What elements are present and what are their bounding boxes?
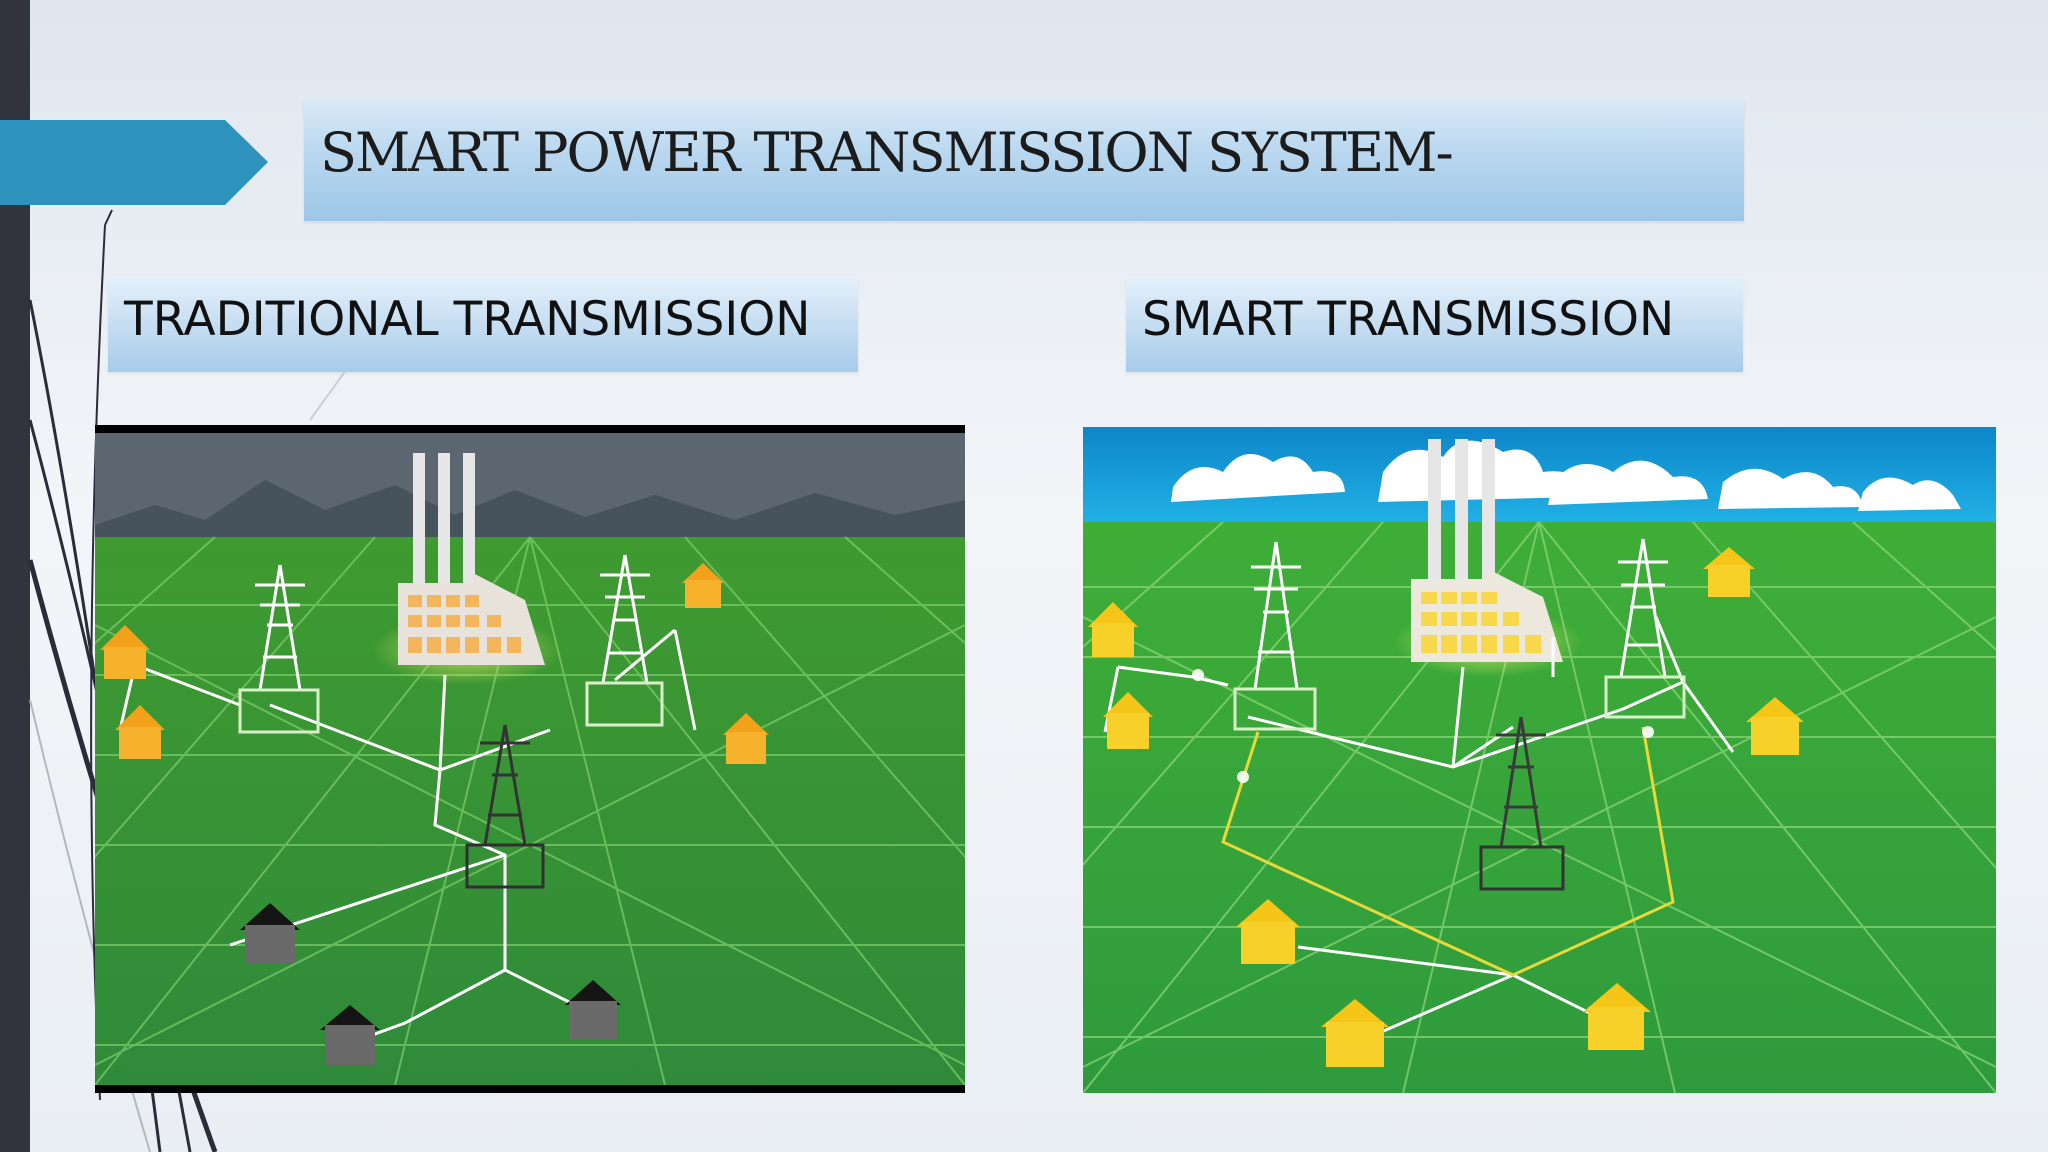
factory-icon (1411, 439, 1563, 662)
traditional-heading-box: TRADITIONAL TRANSMISSION (108, 277, 858, 372)
traditional-transmission-image (95, 425, 965, 1093)
smart-heading-box: SMART TRANSMISSION (1126, 277, 1743, 372)
traditional-heading: TRADITIONAL TRANSMISSION (124, 292, 811, 347)
transmission-tower-icon (238, 564, 320, 734)
factory-icon (398, 453, 545, 665)
title-banner: SMART POWER TRANSMISSION SYSTEM- (304, 99, 1744, 221)
transmission-tower-icon (1479, 716, 1565, 891)
transmission-tower-icon (1604, 538, 1686, 719)
transmission-tower-icon (585, 554, 664, 727)
transmission-tower-icon (465, 724, 545, 889)
house-icon (1088, 547, 1804, 1067)
house-icon (100, 563, 769, 764)
house-icon (240, 903, 621, 1065)
smart-transmission-image (1083, 427, 1996, 1093)
page-title: SMART POWER TRANSMISSION SYSTEM- (320, 121, 1454, 184)
transmission-tower-icon (1233, 541, 1317, 731)
title-arrow-tab (0, 120, 268, 205)
smart-heading: SMART TRANSMISSION (1142, 292, 1675, 347)
